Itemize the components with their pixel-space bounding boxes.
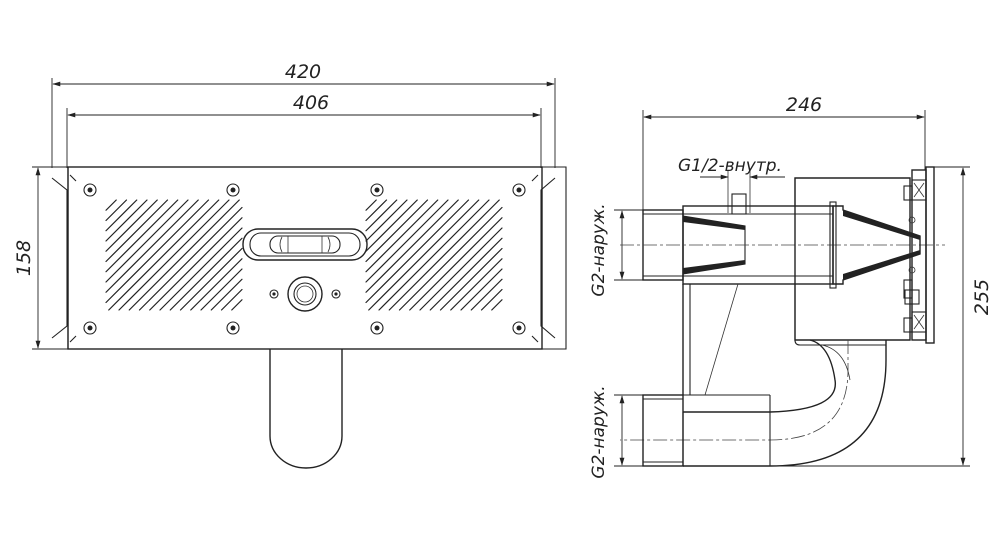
grille-slot <box>105 199 210 304</box>
dimension-255-label: 255 <box>971 279 993 315</box>
dimension-406: 406 <box>66 92 542 168</box>
grille-slot <box>429 237 503 311</box>
grille-slot <box>231 299 243 311</box>
grille-slot <box>190 258 243 311</box>
grille-slot <box>491 299 503 311</box>
lower-inlet-label: G2-наруж. <box>589 385 609 478</box>
lower-outlet-tube <box>269 349 343 469</box>
grille-slot <box>365 199 388 222</box>
screw-icon <box>512 321 526 335</box>
front-plate <box>67 166 543 350</box>
nozzle-cone <box>829 201 921 289</box>
grille-slot <box>365 199 398 232</box>
nozzle-fitting <box>269 276 341 312</box>
grille-slot <box>105 199 148 242</box>
grille-slot <box>439 247 503 311</box>
grille-slot <box>220 288 243 311</box>
dimension-158: 158 <box>13 166 70 350</box>
grille-slot <box>365 199 408 242</box>
grille-slot <box>105 199 199 293</box>
dimension-420-label: 420 <box>285 61 321 83</box>
right-taper-inner <box>540 177 556 339</box>
screw-icon <box>83 321 97 335</box>
grille-slot <box>138 206 243 311</box>
grille-slot <box>105 199 128 222</box>
top-nipple <box>731 193 747 215</box>
grille-slot <box>108 199 220 311</box>
side-view: 246 255 G1/2-внутр. G2-наруж. <box>589 94 993 479</box>
grille-slot <box>480 288 503 311</box>
grille-slot <box>365 199 449 283</box>
screw-icon <box>370 321 384 335</box>
grille-slot <box>470 278 503 311</box>
grille-slot <box>210 278 243 311</box>
grille-slot <box>105 199 138 232</box>
grille-slot <box>365 199 418 252</box>
grille-slot <box>179 247 243 311</box>
grille-slot <box>409 217 503 311</box>
grille-slot <box>388 199 500 311</box>
lower-pipe <box>642 394 771 467</box>
dimension-420: 420 <box>51 61 556 168</box>
dimension-246: 246 <box>642 94 926 210</box>
upper-inlet-callout: G2-наруж. <box>589 203 645 297</box>
grille-slot <box>159 227 243 311</box>
elbow-pipe <box>620 339 887 467</box>
lower-inlet-callout: G2-наруж. <box>589 385 645 479</box>
left-grille <box>105 199 243 311</box>
grille-slot <box>105 199 117 211</box>
grille-slot <box>365 199 439 273</box>
grille-slot <box>365 199 459 293</box>
dimension-406-label: 406 <box>293 92 329 114</box>
screw-icon <box>83 183 97 197</box>
g12-thread-label: G1/2-внутр. <box>678 156 782 176</box>
grille-slot <box>365 199 470 304</box>
right-taper <box>542 166 567 350</box>
grille-slot <box>419 227 503 311</box>
upper-inlet-label: G2-наруж. <box>589 203 609 296</box>
grille-slot <box>128 199 240 311</box>
upper-pipe <box>620 205 945 285</box>
screw-icon <box>269 289 279 299</box>
central-lamp <box>242 228 368 261</box>
grille-slot <box>460 268 503 311</box>
grille-slot <box>378 199 490 311</box>
screw-icon <box>226 183 240 197</box>
mounting-screws <box>83 183 526 335</box>
left-taper-inner <box>51 177 68 339</box>
grille-slot <box>169 237 243 311</box>
grille-slot <box>398 206 503 311</box>
dimension-255: 255 <box>690 166 993 467</box>
grille-slot <box>365 199 377 211</box>
grille-slot <box>105 199 189 283</box>
screw-icon <box>331 289 341 299</box>
front-view: 420 406 158 <box>13 61 567 469</box>
left-taper <box>40 166 69 350</box>
corner-marks <box>69 174 539 343</box>
grille-slot <box>365 199 429 263</box>
grille-slot <box>200 268 243 311</box>
grille-slot <box>118 199 230 311</box>
grille-slot <box>105 199 179 273</box>
screw-icon <box>370 183 384 197</box>
grille-slot <box>149 217 243 311</box>
grille-slot <box>368 199 480 311</box>
grille-slot <box>105 199 158 252</box>
grille-slot <box>105 199 169 263</box>
dimension-246-label: 246 <box>786 94 822 116</box>
screw-icon <box>512 183 526 197</box>
grille-slot <box>450 258 503 311</box>
screw-icon <box>226 321 240 335</box>
right-grille <box>365 199 503 311</box>
body-section <box>682 283 886 396</box>
dimension-158-label: 158 <box>13 240 35 276</box>
